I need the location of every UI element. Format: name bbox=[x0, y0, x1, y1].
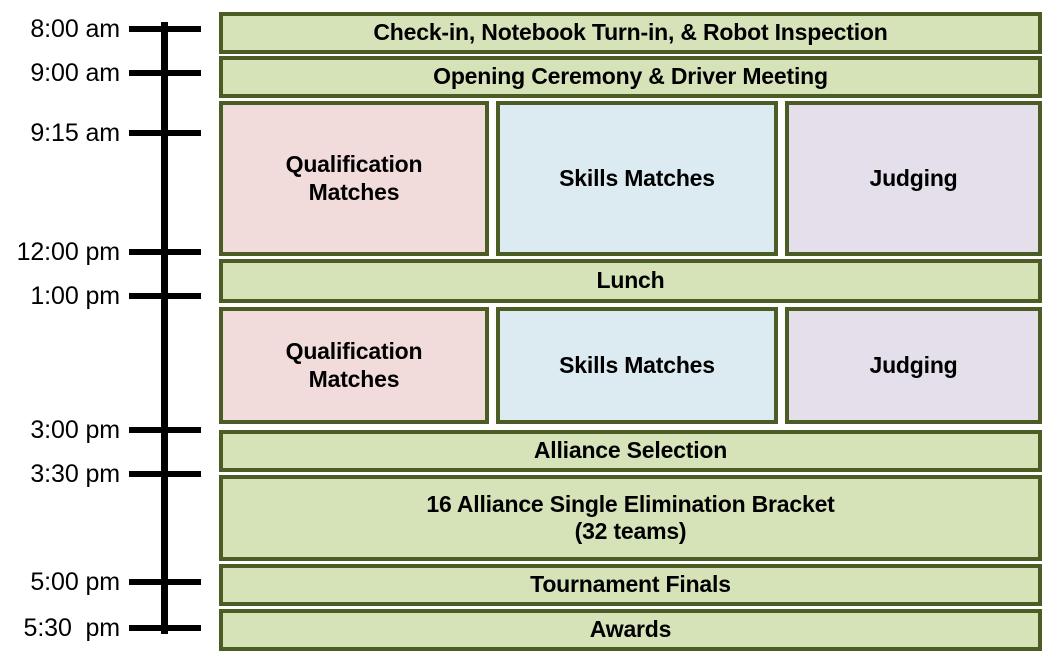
tick-mark-icon bbox=[129, 625, 201, 631]
schedule-block-opening-ceremony[interactable]: Opening Ceremony & Driver Meeting bbox=[219, 56, 1042, 98]
schedule-block-skills-matches-morning[interactable]: Skills Matches bbox=[496, 101, 778, 256]
tick-mark-icon bbox=[129, 26, 201, 32]
tick-time-label: 12:00 pm bbox=[16, 238, 121, 266]
schedule-block-tournament-finals[interactable]: Tournament Finals bbox=[219, 564, 1042, 606]
tick-time-label: 5:30 pm bbox=[23, 614, 121, 642]
timeline-spine bbox=[161, 22, 168, 634]
tick-time-label: 1:00 pm bbox=[30, 282, 120, 310]
tick-mark-icon bbox=[129, 70, 201, 76]
schedule-block-alliance-selection[interactable]: Alliance Selection bbox=[219, 430, 1042, 472]
schedule-block-label: Skills Matches bbox=[559, 351, 715, 378]
tick-mark-icon bbox=[129, 293, 201, 299]
tick-mark-icon bbox=[129, 579, 201, 585]
tick-time-label: 3:00 pm bbox=[30, 416, 120, 444]
tick-mark-icon bbox=[129, 249, 201, 255]
schedule-block-label: 16 Alliance Single Elimination Bracket(3… bbox=[426, 490, 835, 544]
timeline-axis: 8:00 am 9:00 am 9:15 am 12:00 pm 1:00 pm 3:00… bbox=[0, 0, 215, 660]
tick-time-label: 9:15 am bbox=[30, 119, 120, 147]
schedule-block-judging-morning[interactable]: Judging bbox=[785, 101, 1042, 256]
tick-time-label: 5:00 pm bbox=[30, 568, 120, 596]
schedule-block-elimination-bracket[interactable]: 16 Alliance Single Elimination Bracket(3… bbox=[219, 475, 1042, 561]
schedule-block-label: Skills Matches bbox=[559, 164, 715, 191]
tick-mark-icon bbox=[129, 130, 201, 136]
schedule-block-label: Check-in, Notebook Turn-in, & Robot Insp… bbox=[373, 19, 888, 46]
schedule-block-label: Alliance Selection bbox=[533, 437, 728, 464]
schedule-block-label: Opening Ceremony & Driver Meeting bbox=[433, 63, 828, 90]
schedule-block-lunch[interactable]: Lunch bbox=[219, 259, 1042, 303]
schedule-block-label: Judging bbox=[869, 351, 958, 378]
tick-time-label: 9:00 am bbox=[30, 59, 120, 87]
schedule-block-check-in[interactable]: Check-in, Notebook Turn-in, & Robot Insp… bbox=[219, 12, 1042, 54]
schedule-block-label: Tournament Finals bbox=[530, 571, 731, 598]
schedule-block-skills-matches-afternoon[interactable]: Skills Matches bbox=[496, 307, 778, 424]
schedule-block-label: Awards bbox=[589, 616, 672, 643]
schedule-block-judging-afternoon[interactable]: Judging bbox=[785, 307, 1042, 424]
tick-mark-icon bbox=[129, 471, 201, 477]
tick-time-label: 3:30 pm bbox=[30, 460, 120, 488]
schedule-block-label: Lunch bbox=[596, 267, 665, 294]
schedule-block-label: Judging bbox=[869, 164, 958, 191]
tick-time-label: 8:00 am bbox=[30, 15, 120, 43]
schedule-block-awards[interactable]: Awards bbox=[219, 609, 1042, 651]
tick-mark-icon bbox=[129, 427, 201, 433]
